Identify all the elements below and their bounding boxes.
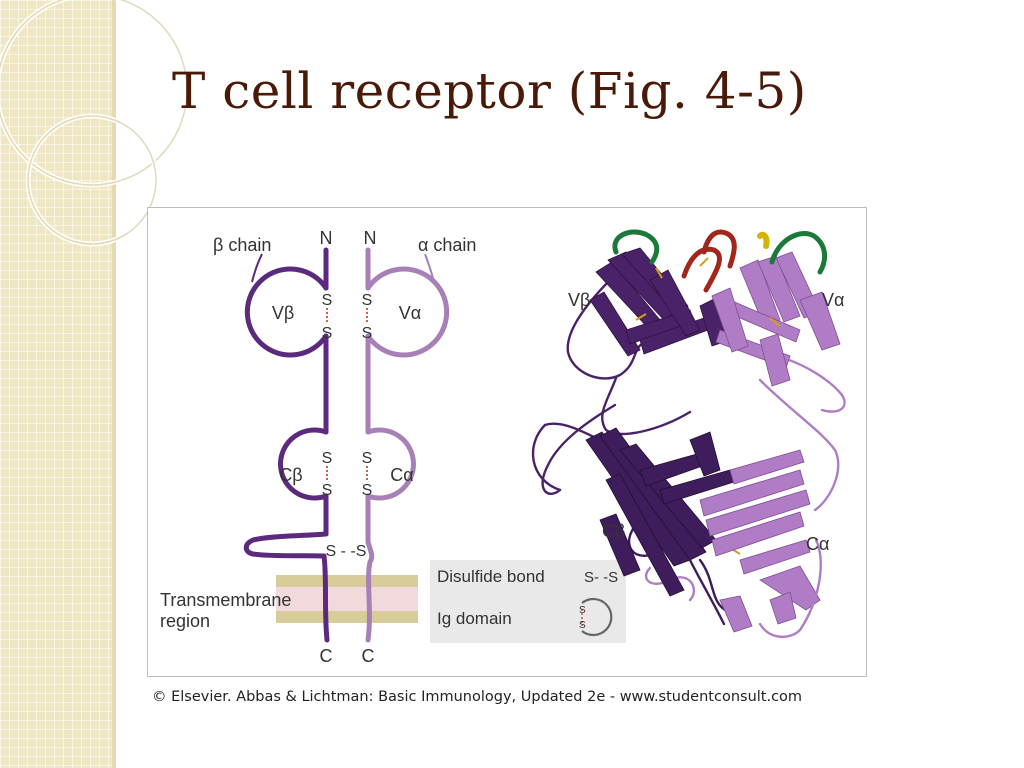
legend-ig-label: Ig domain (437, 609, 512, 628)
membrane (276, 575, 418, 623)
beta-chain-leader (251, 253, 263, 283)
tcr-schematic: β chain α chain N N C C S S S S S S S S … (160, 228, 476, 666)
alpha-chain-leader (424, 253, 435, 283)
s-ca-top: S (362, 450, 373, 467)
c-terminal-tails (688, 538, 822, 638)
ig-icon-s-bottom: S (579, 620, 586, 631)
ig-icon-s-top: S (579, 605, 586, 616)
disulfide-s-labels: S S S S S S S S (322, 292, 373, 499)
s-cb-bottom: S (322, 482, 333, 499)
ribbon-v-alpha-label: Vα (822, 290, 844, 310)
sidebar-edge (112, 0, 116, 768)
alpha-chain-label: α chain (418, 235, 476, 255)
legend-box (430, 560, 626, 643)
s-va-bottom: S (362, 325, 373, 342)
ribbon-v-beta-label: Vβ (568, 290, 590, 310)
interchain-disulfide: S - -S (326, 543, 367, 560)
transmembrane-label-line1: Transmembrane (160, 590, 291, 610)
s-va-top: S (362, 292, 373, 309)
s-vb-top: S (322, 292, 333, 309)
decorative-circles (0, 0, 190, 247)
c-beta-sheet (585, 427, 735, 597)
ribbon-c-alpha-label: Cα (806, 534, 829, 554)
cdr-loops (612, 229, 827, 293)
s-cb-top: S (322, 450, 333, 467)
c-terminus-beta: C (320, 646, 333, 666)
alpha-chain (365, 247, 450, 643)
c-alpha-label: Cα (390, 465, 413, 485)
legend-disulfide-symbol: S- -S (584, 569, 618, 586)
v-beta-sheet (589, 247, 731, 357)
n-terminus-alpha: N (364, 228, 377, 248)
c-alpha-sheet (699, 449, 821, 633)
slide-title: T cell receptor (Fig. 4-5) (172, 62, 807, 120)
beta-chain-label: β chain (213, 235, 271, 255)
v-alpha-label: Vα (399, 303, 421, 323)
figure-credit: © Elsevier. Abbas & Lichtman: Basic Immu… (152, 689, 803, 705)
v-alpha-sheet (711, 251, 841, 387)
s-vb-bottom: S (322, 325, 333, 342)
beta-chain (243, 247, 330, 643)
c-beta-label: Cβ (279, 465, 302, 485)
legend: Disulfide bond S- -S Ig domain S S (430, 560, 626, 643)
s-ca-bottom: S (362, 482, 373, 499)
v-beta-label: Vβ (272, 303, 294, 323)
legend-disulfide-label: Disulfide bond (437, 567, 545, 586)
n-terminus-beta: N (320, 228, 333, 248)
transmembrane-label-line2: region (160, 611, 210, 631)
c-terminus-alpha: C (362, 646, 375, 666)
ribbon-structure: Vβ Vα Cβ Cα (531, 229, 846, 638)
ig-domain-icon: S S (579, 597, 613, 637)
ribbon-c-beta-label: Cβ (602, 521, 625, 541)
